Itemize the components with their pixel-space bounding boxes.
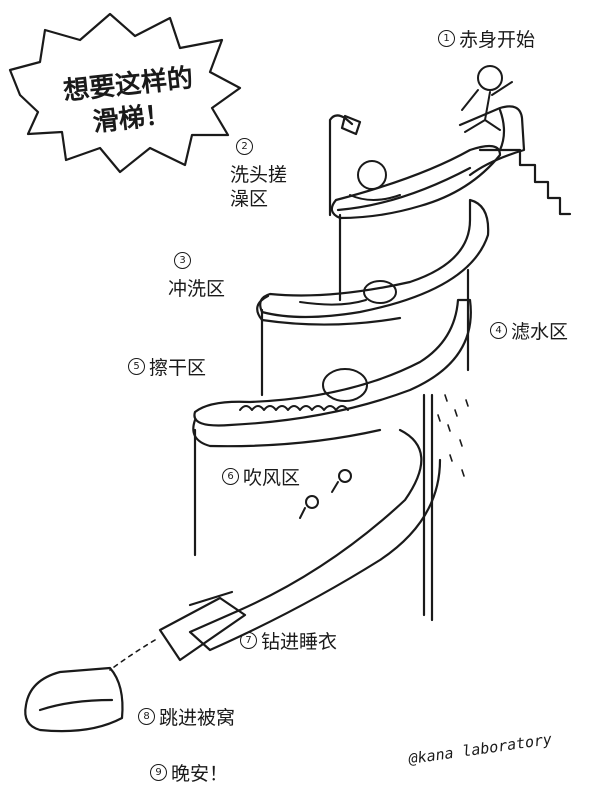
child-drying	[239, 368, 368, 411]
slide-band-4	[188, 428, 442, 652]
child-bathing	[349, 160, 401, 201]
step-1-text: 赤身开始	[459, 29, 536, 51]
step-4-text: 滤水区	[511, 321, 569, 343]
step-9-text: 晚安！	[171, 763, 229, 785]
water-drops	[437, 394, 469, 477]
step-9-number: 9	[150, 764, 167, 781]
slide-band-2	[259, 198, 490, 319]
speech-burst	[8, 12, 242, 174]
step-5-text: 擦干区	[149, 357, 207, 379]
step-2-text-line-1: 洗头搓	[230, 164, 288, 186]
stairs	[478, 148, 572, 216]
step-5-number: 5	[128, 358, 145, 375]
step-3-number: 3	[174, 252, 191, 269]
slide-band-1	[330, 144, 502, 220]
step-3-label: 3 冲洗区	[168, 252, 226, 301]
bed-drawing	[24, 666, 124, 733]
step-1-number: 1	[438, 30, 455, 47]
step-7-text: 钻进睡衣	[261, 631, 338, 653]
step-2-number: 2	[236, 138, 253, 155]
step-8-number: 8	[138, 708, 155, 725]
step-3-text: 冲洗区	[168, 278, 226, 300]
step-6-number: 6	[222, 468, 239, 485]
step-4-number: 4	[490, 322, 507, 339]
step-2-label: 2 洗头搓 澡区	[230, 138, 288, 211]
step-8-text: 跳进被窝	[159, 707, 236, 729]
hairdryer-icon	[299, 469, 352, 519]
step-7-number: 7	[240, 632, 257, 649]
child-figure	[461, 65, 513, 133]
entry-ramp	[458, 105, 526, 177]
child-rinsing	[299, 280, 397, 306]
step-2-text-line-2: 澡区	[230, 188, 269, 210]
step-6-text: 吹风区	[243, 467, 301, 489]
trajectory-dashes	[109, 639, 156, 671]
slide-band-3	[193, 298, 472, 427]
